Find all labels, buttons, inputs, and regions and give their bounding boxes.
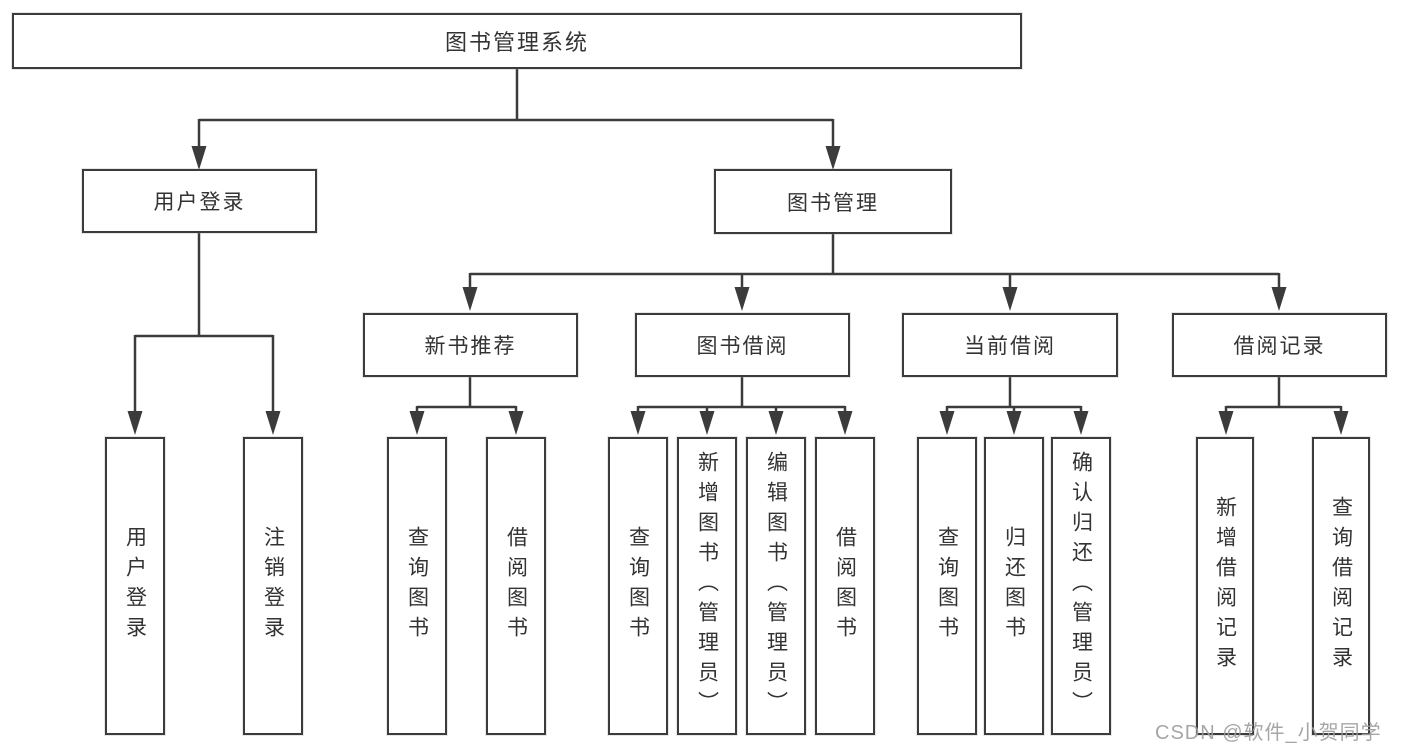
node-label: 借阅图书 bbox=[504, 526, 528, 646]
node-user-login: 用户登录 bbox=[82, 169, 317, 233]
node-label: 用户登录 bbox=[153, 191, 246, 214]
node-book-management: 图书管理 bbox=[714, 169, 952, 234]
node-label: 查询图书 bbox=[405, 526, 429, 646]
node-label: 图书管理系统 bbox=[444, 30, 589, 55]
node-bb-edit-books-admin: 编辑图书（管理员） bbox=[746, 437, 806, 735]
node-label: 新书推荐 bbox=[424, 335, 517, 358]
node-cb-confirm-return-admin: 确认归还（管理员） bbox=[1051, 437, 1111, 735]
node-label: 新增图书（管理员） bbox=[695, 451, 719, 721]
node-rec-query-books: 查询图书 bbox=[387, 437, 447, 735]
node-new-book-recommendation: 新书推荐 bbox=[363, 313, 578, 377]
node-label: 查询图书 bbox=[935, 526, 959, 646]
watermark: CSDN @软件_小贺同学 bbox=[1155, 722, 1382, 744]
node-label: 用户登录 bbox=[123, 526, 147, 646]
node-br-add-record: 新增借阅记录 bbox=[1196, 437, 1254, 735]
node-label: 查询借阅记录 bbox=[1329, 496, 1353, 676]
node-book-borrowing: 图书借阅 bbox=[635, 313, 850, 377]
node-label: 借阅图书 bbox=[833, 526, 857, 646]
node-bb-borrow-books: 借阅图书 bbox=[815, 437, 875, 735]
node-label: 注销登录 bbox=[261, 526, 285, 646]
node-cb-query-books: 查询图书 bbox=[917, 437, 977, 735]
node-bb-add-books-admin: 新增图书（管理员） bbox=[677, 437, 737, 735]
node-label: 查询图书 bbox=[626, 526, 650, 646]
node-label: 图书借阅 bbox=[696, 335, 789, 358]
node-label: 确认归还（管理员） bbox=[1069, 451, 1093, 721]
node-rec-borrow-books: 借阅图书 bbox=[486, 437, 546, 735]
node-bb-query-books: 查询图书 bbox=[608, 437, 668, 735]
node-br-query-record: 查询借阅记录 bbox=[1312, 437, 1370, 735]
node-label: 新增借阅记录 bbox=[1213, 496, 1237, 676]
node-user-login-action: 用户登录 bbox=[105, 437, 165, 735]
node-label: 编辑图书（管理员） bbox=[764, 451, 788, 721]
node-borrowing-records: 借阅记录 bbox=[1172, 313, 1387, 377]
node-logout-action: 注销登录 bbox=[243, 437, 303, 735]
node-label: 归还图书 bbox=[1002, 526, 1026, 646]
node-cb-return-books: 归还图书 bbox=[984, 437, 1044, 735]
node-library-management-system: 图书管理系统 bbox=[12, 13, 1022, 69]
node-current-borrowing: 当前借阅 bbox=[902, 313, 1118, 377]
node-label: 当前借阅 bbox=[964, 335, 1056, 358]
node-label: 图书管理 bbox=[787, 191, 879, 215]
node-label: 借阅记录 bbox=[1233, 335, 1326, 358]
